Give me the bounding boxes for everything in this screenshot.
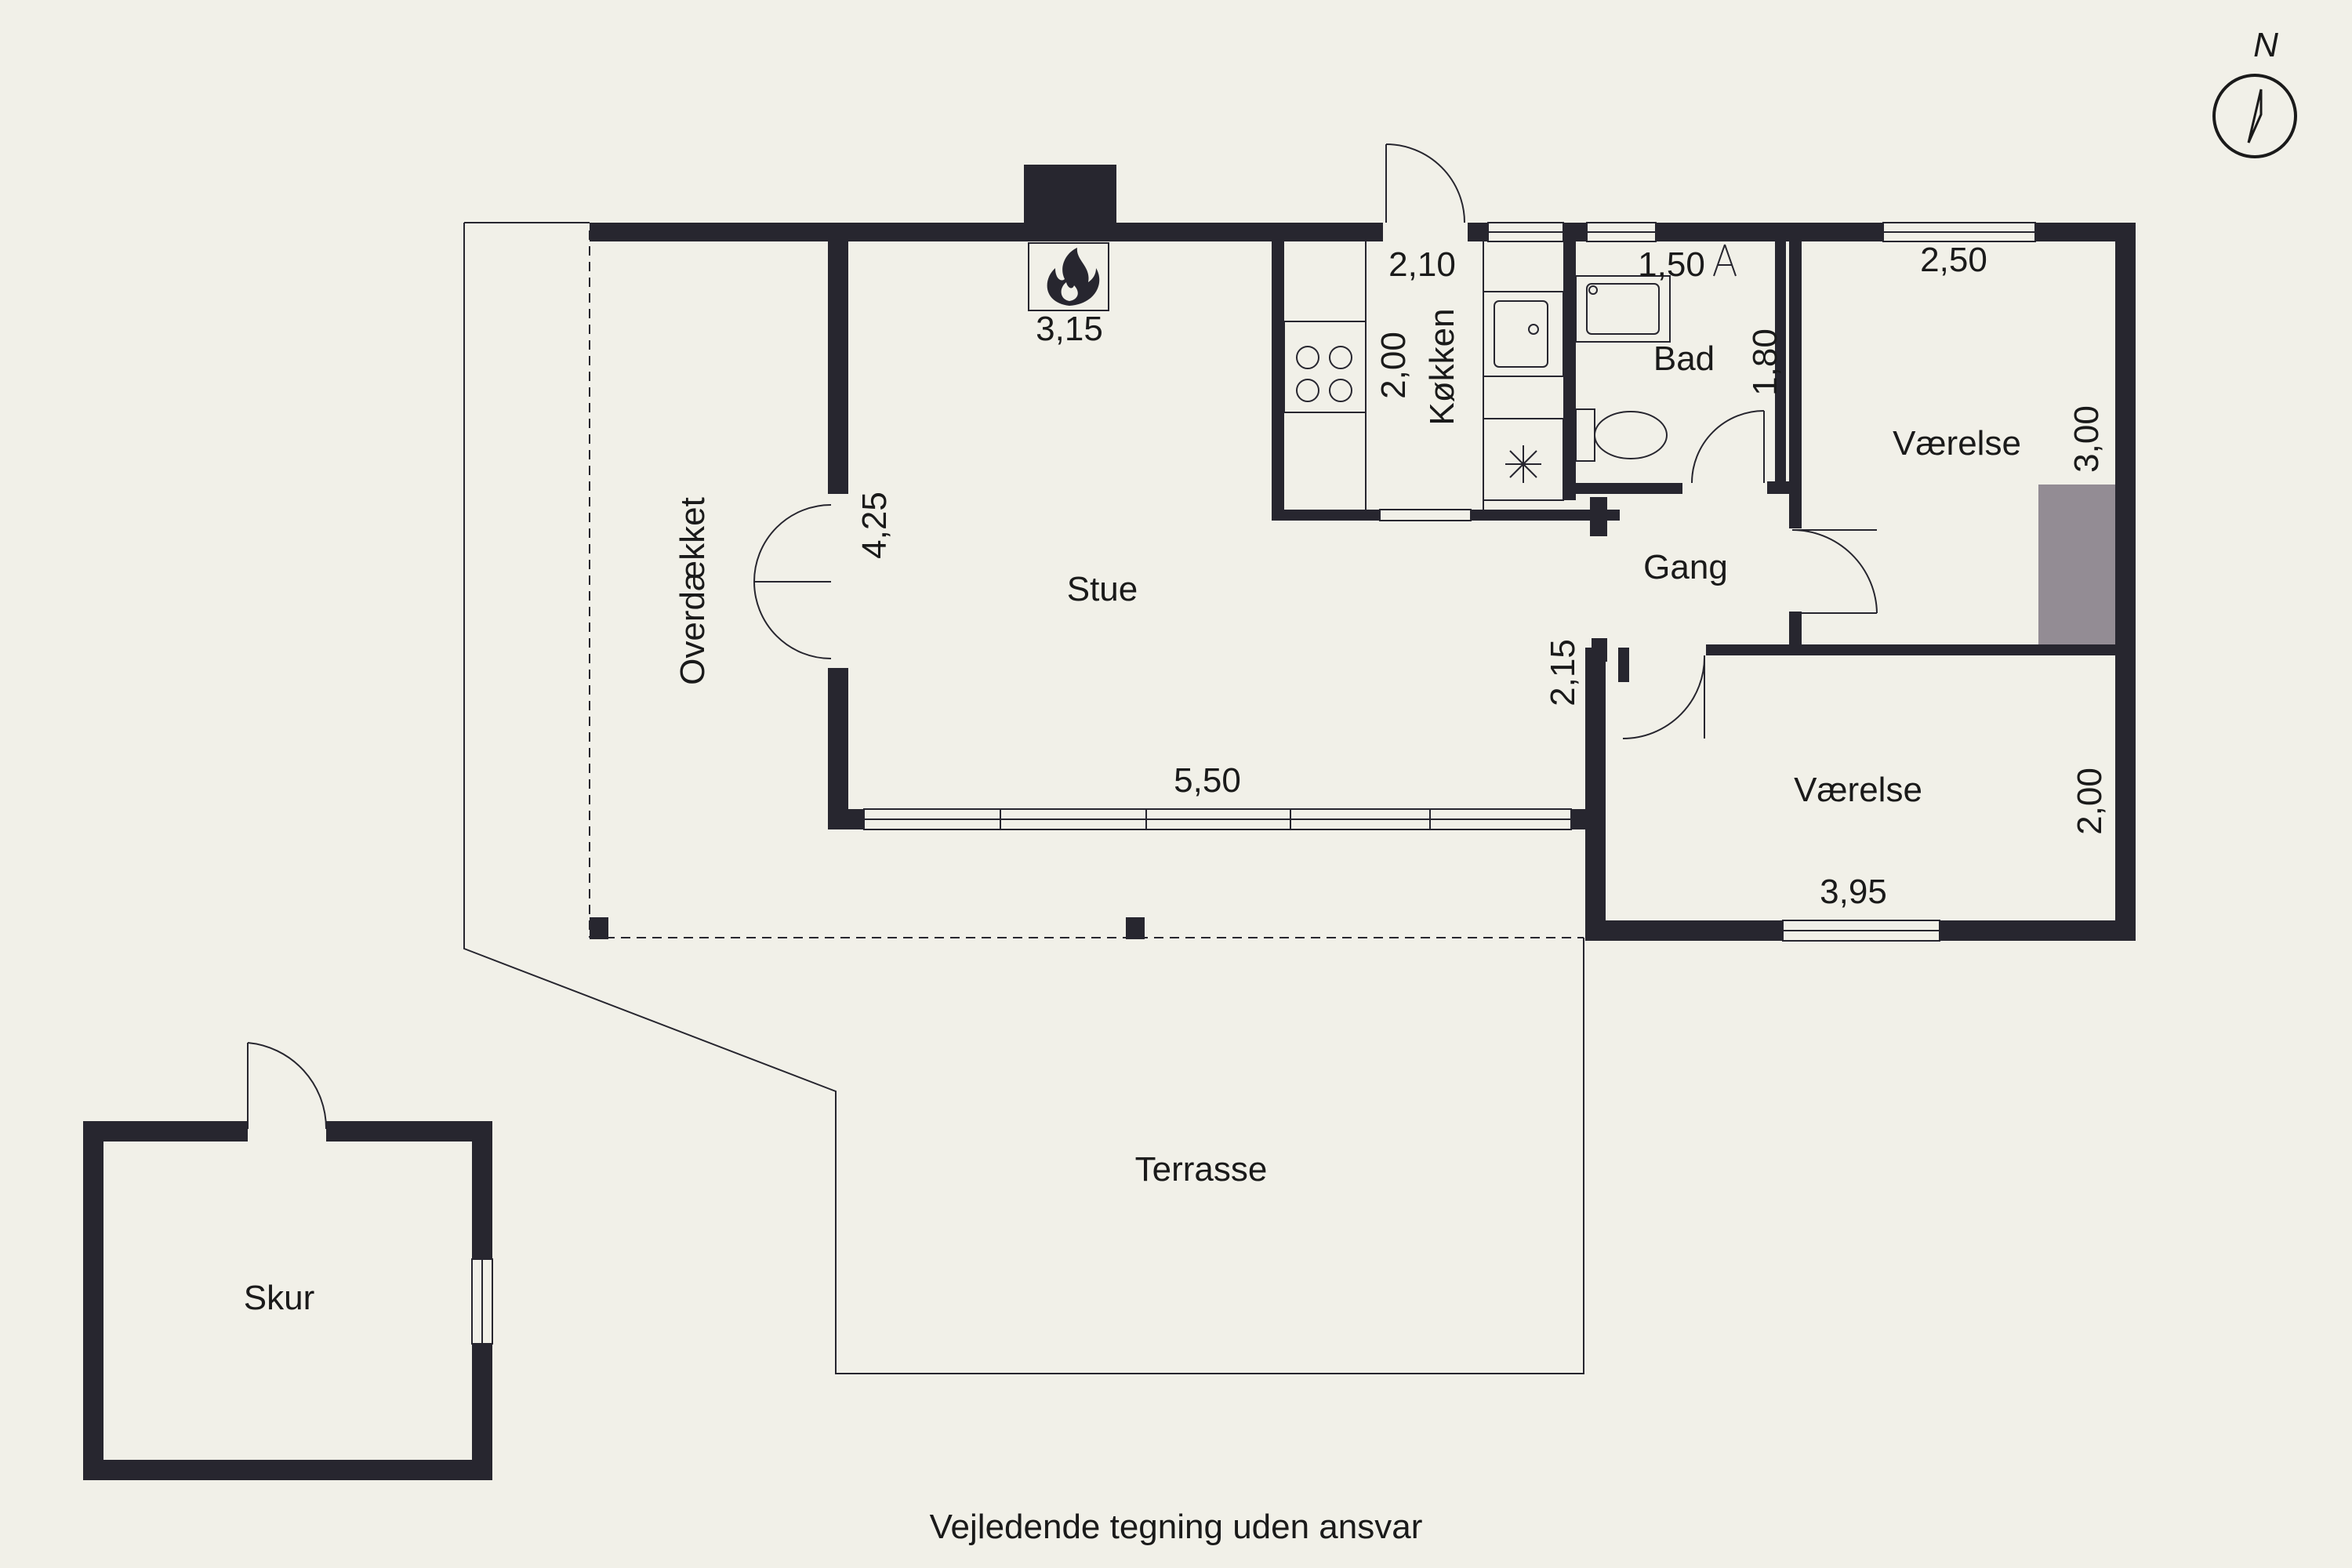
disclaimer-caption: Vejledende tegning uden ansvar bbox=[930, 1508, 1423, 1546]
closet bbox=[2038, 485, 2115, 644]
dimension-vaerelse-2-width: 3,95 bbox=[1820, 873, 1887, 911]
dimension-stue-top: 3,15 bbox=[1036, 310, 1103, 348]
dimension-stue-depth: 4,25 bbox=[855, 492, 894, 559]
dimension-bad-width: 1,50 bbox=[1638, 245, 1705, 284]
compass-icon bbox=[2212, 74, 2297, 158]
room-label-stue: Stue bbox=[1067, 570, 1138, 608]
room-label-overdaekket: Overdækket bbox=[673, 497, 712, 685]
drain-icon bbox=[1713, 244, 1737, 277]
shed bbox=[83, 1121, 493, 1480]
windows bbox=[863, 222, 2036, 942]
compass-north-label: N bbox=[2253, 26, 2278, 64]
fireplace-icon bbox=[1028, 242, 1109, 311]
post bbox=[1126, 917, 1145, 939]
dimension-koekken-depth: 2,00 bbox=[1374, 332, 1413, 399]
interior-walls bbox=[1272, 232, 2122, 682]
doors bbox=[247, 143, 1878, 1130]
post bbox=[590, 917, 608, 939]
room-label-vaerelse-2: Værelse bbox=[1794, 771, 1922, 809]
room-label-skur: Skur bbox=[244, 1279, 314, 1317]
kitchen-fixtures bbox=[1283, 241, 1564, 510]
outer-walls bbox=[590, 223, 2136, 941]
dimension-vaerelse-1-depth: 3,00 bbox=[2067, 405, 2106, 473]
room-label-vaerelse-1: Værelse bbox=[1893, 424, 2021, 463]
dimension-vaerelse-1-width: 2,50 bbox=[1920, 241, 1987, 279]
snowflake-icon bbox=[1505, 445, 1541, 483]
dimension-stue-bottom: 5,50 bbox=[1174, 761, 1241, 800]
dimension-bad-depth: 1,80 bbox=[1746, 328, 1784, 396]
dimension-vaerelse-2-depth: 2,00 bbox=[2071, 768, 2109, 835]
room-label-gang: Gang bbox=[1643, 548, 1728, 586]
bath-fixtures bbox=[1575, 244, 1737, 462]
room-label-koekken: Køkken bbox=[1423, 308, 1461, 425]
room-label-terrasse: Terrasse bbox=[1135, 1150, 1268, 1189]
covered-area-outline bbox=[589, 230, 1584, 938]
dimension-gang-depth: 2,15 bbox=[1544, 639, 1582, 706]
room-label-bad: Bad bbox=[1653, 339, 1715, 378]
chimney bbox=[1024, 165, 1116, 223]
terrace-outline bbox=[463, 222, 1584, 1374]
dimension-koekken-width: 2,10 bbox=[1388, 245, 1456, 284]
